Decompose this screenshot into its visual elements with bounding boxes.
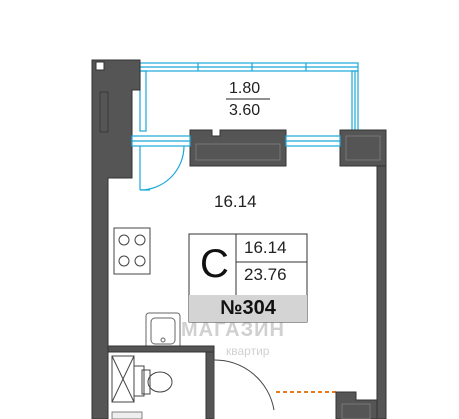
sink-icon bbox=[145, 312, 181, 350]
room-area-label: 16.14 bbox=[214, 192, 257, 211]
apartment-living-area: 23.76 bbox=[244, 265, 287, 284]
toilet-icon bbox=[141, 369, 173, 395]
balcony-area-top: 1.80 bbox=[229, 80, 261, 97]
balcony-area-bottom: 3.60 bbox=[229, 102, 261, 119]
apartment-total-area: 16.14 bbox=[244, 238, 287, 257]
apartment-type-letter: С bbox=[200, 242, 229, 286]
watermark-sub: квартир bbox=[226, 344, 270, 358]
balcony-window bbox=[139, 62, 359, 132]
cooktop-icon bbox=[113, 227, 151, 275]
watermark-brand: МАГАЗИН bbox=[181, 319, 285, 341]
balcony-door bbox=[139, 145, 185, 191]
lower-fixture bbox=[111, 411, 143, 419]
info-box-frame bbox=[188, 233, 308, 323]
apartment-number: №304 bbox=[189, 295, 307, 322]
exterior-walls bbox=[91, 59, 387, 419]
bathroom bbox=[107, 345, 215, 419]
room-window bbox=[131, 135, 341, 147]
corridor-wall bbox=[335, 391, 378, 419]
entrance-door bbox=[213, 359, 275, 419]
